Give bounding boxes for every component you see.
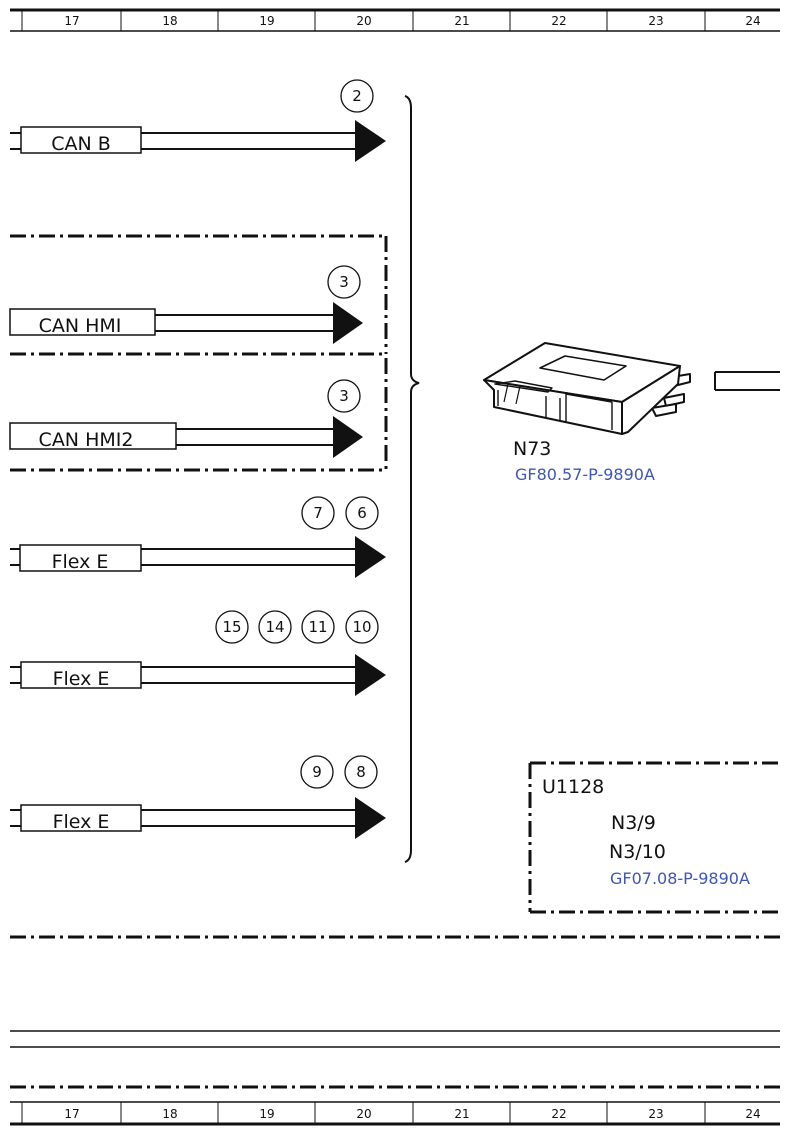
group-item: N3/9 — [611, 812, 656, 834]
circle-marker: 9 — [300, 755, 334, 789]
bus-label: Flex E — [52, 551, 109, 573]
bus-label: CAN HMI — [39, 315, 122, 337]
circle-marker: 3 — [327, 379, 361, 413]
circle-marker: 3 — [327, 265, 361, 299]
svg-text:11: 11 — [308, 618, 327, 636]
ruler-col-19: 19 — [259, 14, 274, 28]
svg-text:10: 10 — [352, 618, 371, 636]
circle-marker: 11 — [301, 610, 335, 644]
arrow-head — [355, 120, 386, 162]
bus-flex-e-1[interactable]: Flex E 7 6 — [10, 496, 386, 578]
circle-marker: 8 — [344, 755, 378, 789]
bus-label-box — [20, 661, 142, 689]
bus-label-box — [19, 544, 142, 572]
arrow-head — [333, 302, 363, 344]
circle-marker: 2 — [340, 79, 374, 113]
arrow-head — [333, 416, 363, 458]
bus-flex-e-2[interactable]: Flex E 15 14 11 10 — [10, 610, 386, 696]
bus-label: CAN B — [51, 133, 111, 155]
curly-brace — [404, 95, 420, 863]
ruler-col-24: 24 — [745, 14, 760, 28]
circle-marker: 14 — [258, 610, 292, 644]
ruler-col-20: 20 — [356, 14, 371, 28]
circle-marker: 15 — [215, 610, 249, 644]
bus-label-box — [9, 308, 156, 336]
svg-text:6: 6 — [357, 504, 367, 522]
module-n73-illustration[interactable] — [483, 342, 691, 435]
ruler-col-19: 19 — [259, 1107, 274, 1121]
ruler-col-21: 21 — [454, 1107, 469, 1121]
top-ruler: 17 18 19 20 21 22 23 24 — [10, 8, 780, 32]
svg-text:3: 3 — [339, 273, 349, 291]
group-item: N3/10 — [609, 841, 666, 863]
bus-label: CAN HMI2 — [39, 429, 134, 451]
circle-marker: 7 — [301, 496, 335, 530]
svg-text:15: 15 — [222, 618, 241, 636]
bus-label-box — [9, 422, 177, 450]
arrow-head — [355, 536, 386, 578]
ruler-col-24: 24 — [745, 1107, 760, 1121]
group-reference-link[interactable]: GF07.08-P-9890A — [610, 869, 750, 888]
circle-marker: 6 — [345, 496, 379, 530]
svg-text:14: 14 — [265, 618, 284, 636]
can-hmi2-group-frame — [10, 358, 388, 472]
svg-text:7: 7 — [313, 504, 323, 522]
bus-can-hmi2[interactable]: CAN HMI2 3 — [9, 379, 363, 458]
module-code: N73 — [513, 438, 551, 460]
arrow-head — [355, 797, 386, 839]
can-hmi-group-frame — [10, 234, 388, 356]
module-reference-link[interactable]: GF80.57-P-9890A — [515, 465, 655, 484]
ruler-col-22: 22 — [551, 1107, 566, 1121]
ruler-col-22: 22 — [551, 14, 566, 28]
bus-label: Flex E — [53, 811, 110, 833]
ruler-col-18: 18 — [162, 14, 177, 28]
ruler-col-17: 17 — [64, 14, 79, 28]
bus-can-hmi[interactable]: CAN HMI 3 — [9, 265, 363, 344]
ruler-col-18: 18 — [162, 1107, 177, 1121]
bottom-ruler: 17 18 19 20 21 22 23 24 — [10, 1101, 780, 1126]
circle-marker: 10 — [345, 610, 379, 644]
bus-label-box — [20, 126, 142, 154]
bus-label-box — [20, 804, 142, 832]
right-connector — [714, 371, 780, 391]
svg-text:9: 9 — [312, 763, 322, 781]
svg-text:3: 3 — [339, 387, 349, 405]
group-code: U1128 — [542, 776, 604, 798]
ruler-col-23: 23 — [648, 1107, 663, 1121]
svg-text:8: 8 — [356, 763, 366, 781]
ruler-col-21: 21 — [454, 14, 469, 28]
ruler-col-20: 20 — [356, 1107, 371, 1121]
ruler-col-17: 17 — [64, 1107, 79, 1121]
bus-label: Flex E — [53, 668, 110, 690]
bus-flex-e-3[interactable]: Flex E 9 8 — [10, 755, 386, 839]
svg-text:2: 2 — [352, 87, 362, 105]
u1128-group-frame — [528, 761, 780, 914]
bus-can-b[interactable]: CAN B 2 — [10, 79, 386, 162]
arrow-head — [355, 654, 386, 696]
ruler-col-23: 23 — [648, 14, 663, 28]
